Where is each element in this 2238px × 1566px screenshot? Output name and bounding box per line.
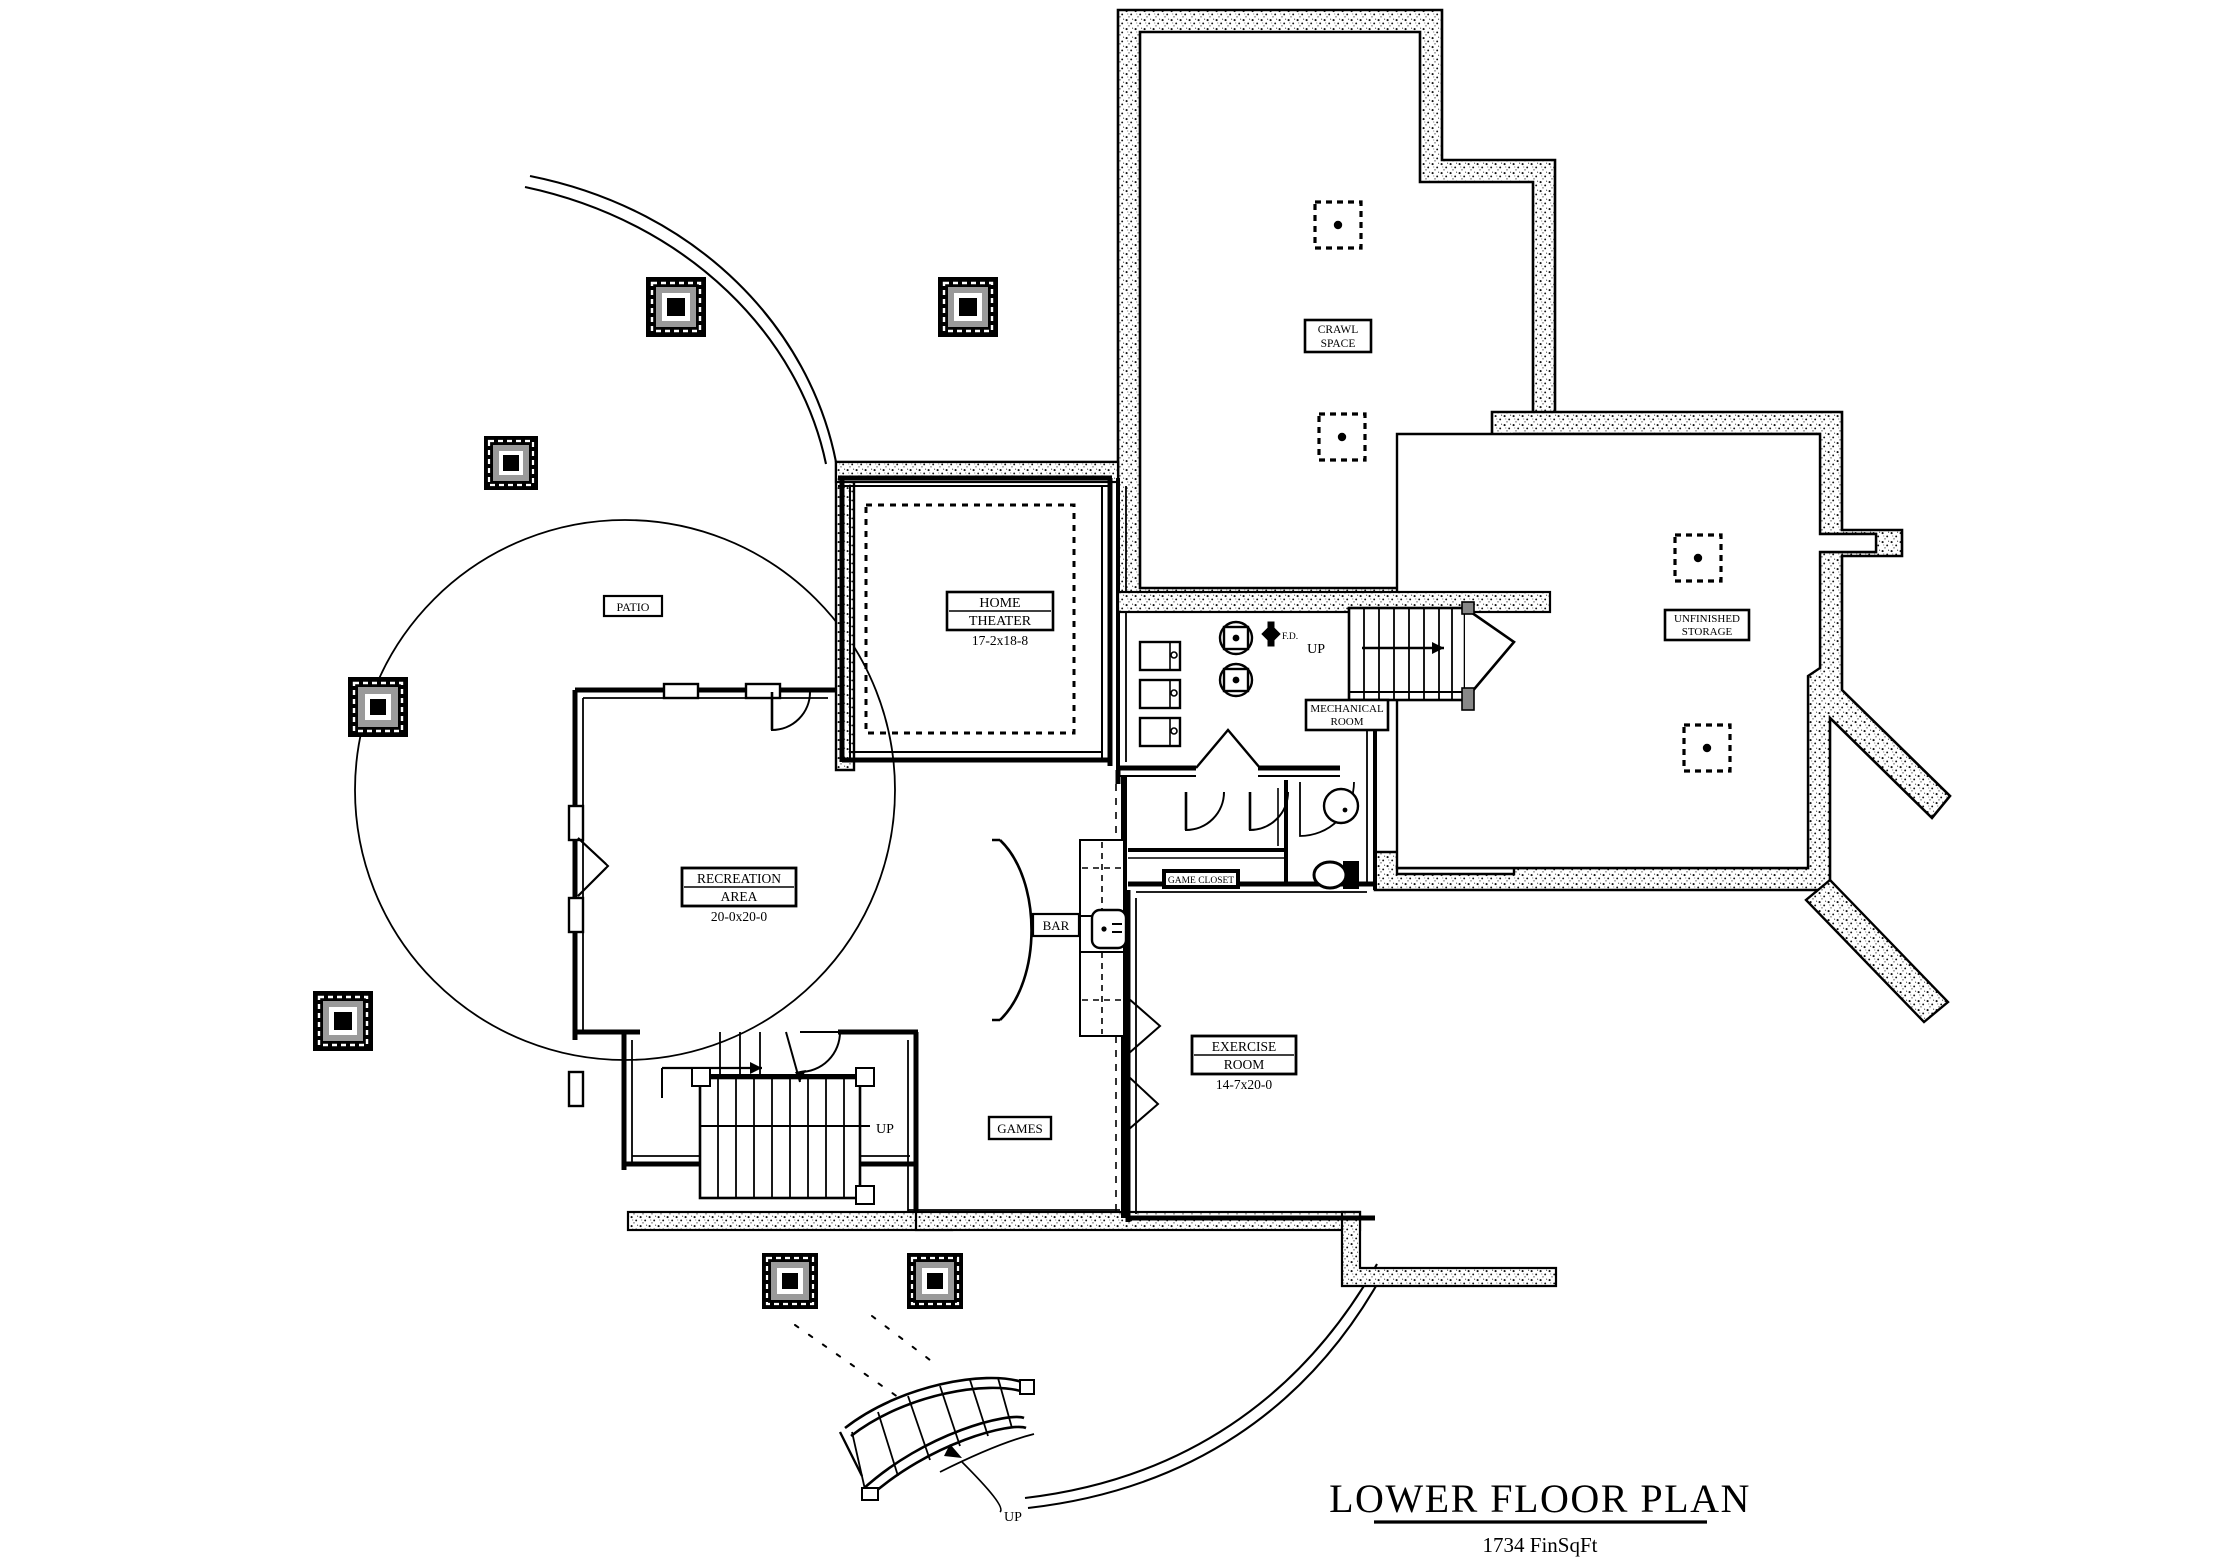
room-label-line2: SPACE [1321,338,1356,350]
tree-icon [907,1253,963,1309]
room-label-line1: EXERCISE [1212,1039,1277,1054]
label-game-closet: GAME CLOSET [1162,869,1240,889]
room-label-recreation-area: RECREATION AREA 20-0x20-0 [680,866,798,924]
furnace-unit [1138,716,1182,748]
stair-main [661,1031,875,1205]
room-label-home-theater: HOME THEATER 17-2x18-8 [945,590,1055,648]
mechanical-equipment [1138,620,1281,748]
tree-icon [938,277,998,337]
label-patio: PATIO [602,594,664,618]
stair-curved-exterior [838,1376,1035,1513]
footing-pad [1313,200,1363,250]
bar-counter [992,838,1128,1037]
unfinished-storage-foundation [1373,410,1952,1024]
annotation-up-mechanical: UP [1307,642,1325,657]
room-label-line2: ROOM [1330,716,1363,728]
svg-text:GAME CLOSET: GAME CLOSET [1168,876,1234,886]
room-label-exercise-room: EXERCISE ROOM 14-7x20-0 [1190,1034,1298,1092]
room-label-crawl-space: CRAWL SPACE [1303,318,1373,354]
room-label-line2: AREA [721,889,758,904]
bar-sink-icon [1090,908,1128,950]
room-dimensions: 14-7x20-0 [1216,1077,1272,1092]
sink-icon [1322,787,1360,825]
bathroom-fixtures [1312,787,1360,890]
water-heater-icon [1218,662,1254,698]
tree-symbols [313,277,998,1309]
tree-icon [313,991,373,1051]
room-label-line2: ROOM [1224,1057,1265,1072]
annotation-up-curved-stairs: UP [1004,1510,1022,1525]
water-heater-icon [1218,620,1254,656]
room-label-line1: UNFINISHED [1674,613,1740,625]
page-title: LOWER FLOOR PLAN [1329,1476,1751,1521]
label-games: GAMES [987,1115,1053,1141]
svg-text:BAR: BAR [1043,918,1070,933]
footing-pad [1673,533,1723,583]
furnace-unit [1138,640,1182,672]
label-bar: BAR [1031,912,1081,938]
room-label-line1: CRAWL [1318,324,1359,336]
walkway-dots [794,1315,931,1403]
room-label-line1: HOME [979,596,1020,611]
room-dimensions: 17-2x18-8 [972,633,1028,648]
title-block: LOWER FLOOR PLAN 1734 FinSqFt [1329,1476,1751,1557]
tree-icon [762,1253,818,1309]
toilet-icon [1312,860,1359,890]
footing-pads [1313,200,1732,773]
tree-icon [348,677,408,737]
room-label-line2: THEATER [969,614,1032,629]
room-label-line1: RECREATION [697,871,781,886]
footing-pad [1317,412,1367,462]
annotation-up-main-stairs: UP [876,1122,894,1137]
room-label-unfinished-storage: UNFINISHED STORAGE [1663,608,1751,642]
room-label-line1: MECHANICAL [1310,703,1384,715]
svg-text:GAMES: GAMES [997,1121,1043,1136]
room-dimensions: 20-0x20-0 [711,909,767,924]
svg-text:PATIO: PATIO [617,600,650,614]
furnace-unit [1138,678,1182,710]
theater-soffit-outline [864,503,1076,735]
tree-icon [484,436,538,490]
page-subtitle: 1734 FinSqFt [1483,1533,1598,1557]
stair-mechanical [1347,601,1516,711]
room-label-mechanical-room: MECHANICAL ROOM [1304,698,1390,732]
footing-pad [1682,723,1732,773]
room-label-line2: STORAGE [1682,626,1733,638]
tree-icon [646,277,706,337]
annotation-floor-drain: F.D. [1282,632,1298,642]
floor-drain-icon [1261,621,1281,647]
